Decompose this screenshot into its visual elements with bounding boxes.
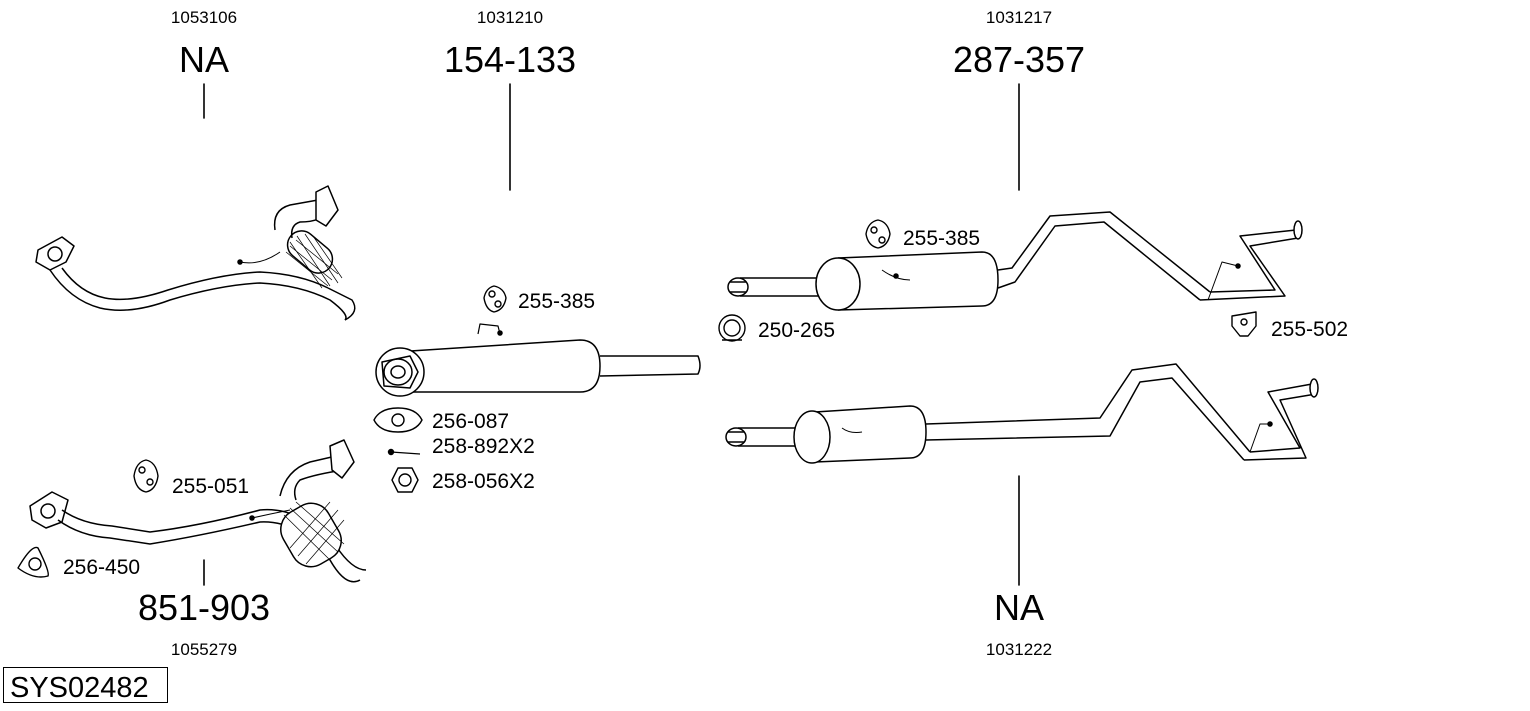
triangle-gasket-icon xyxy=(17,546,49,578)
article-number-front-lower: 1055279 xyxy=(170,640,238,659)
accessory-label-mount-rear[interactable]: 255-385 xyxy=(903,227,981,250)
rubber-mount-icon xyxy=(483,285,507,313)
article-number-middle: 1031210 xyxy=(476,8,544,27)
accessory-label-hanger[interactable]: 255-502 xyxy=(1271,318,1349,341)
part-number-middle[interactable]: 154-133 xyxy=(443,39,577,80)
part-number-rear-lower[interactable]: NA xyxy=(993,587,1045,628)
accessory-label-nut[interactable]: 258-056X2 xyxy=(432,470,535,493)
system-code: SYS02482 xyxy=(10,672,149,704)
part-number-front-lower[interactable]: 851-903 xyxy=(137,587,271,628)
nut-icon xyxy=(391,467,419,493)
accessory-label-gasket-triangle[interactable]: 256-450 xyxy=(63,556,141,579)
accessory-label-mount-front[interactable]: 255-051 xyxy=(172,475,250,498)
rubber-mount-icon xyxy=(133,459,159,493)
bolt-icon xyxy=(387,448,421,456)
clamp-icon xyxy=(718,314,746,342)
accessory-label-bolt[interactable]: 258-892X2 xyxy=(432,435,535,458)
article-number-rear-upper: 1031217 xyxy=(985,8,1053,27)
middle-silencer-drawing xyxy=(375,323,701,397)
article-number-rear-lower: 1031222 xyxy=(985,640,1053,659)
system-code-box: SYS02482 xyxy=(3,667,168,704)
front-pipe-lower-drawing xyxy=(29,439,367,583)
article-number-front-upper: 1053106 xyxy=(170,8,238,27)
part-number-front-upper[interactable]: NA xyxy=(178,39,230,80)
accessory-label-clamp[interactable]: 250-265 xyxy=(758,319,836,342)
accessory-label-gasket-oval[interactable]: 256-087 xyxy=(432,410,510,433)
part-number-rear-upper[interactable]: 287-357 xyxy=(952,39,1086,80)
rubber-mount-icon xyxy=(865,219,891,249)
hanger-icon xyxy=(1231,311,1257,337)
oval-gasket-icon xyxy=(373,407,423,433)
rear-silencer-lower-drawing xyxy=(725,363,1319,464)
rear-silencer-upper-drawing xyxy=(727,211,1303,311)
front-pipe-upper-drawing xyxy=(35,185,356,321)
accessory-label-mount-middle[interactable]: 255-385 xyxy=(518,290,596,313)
